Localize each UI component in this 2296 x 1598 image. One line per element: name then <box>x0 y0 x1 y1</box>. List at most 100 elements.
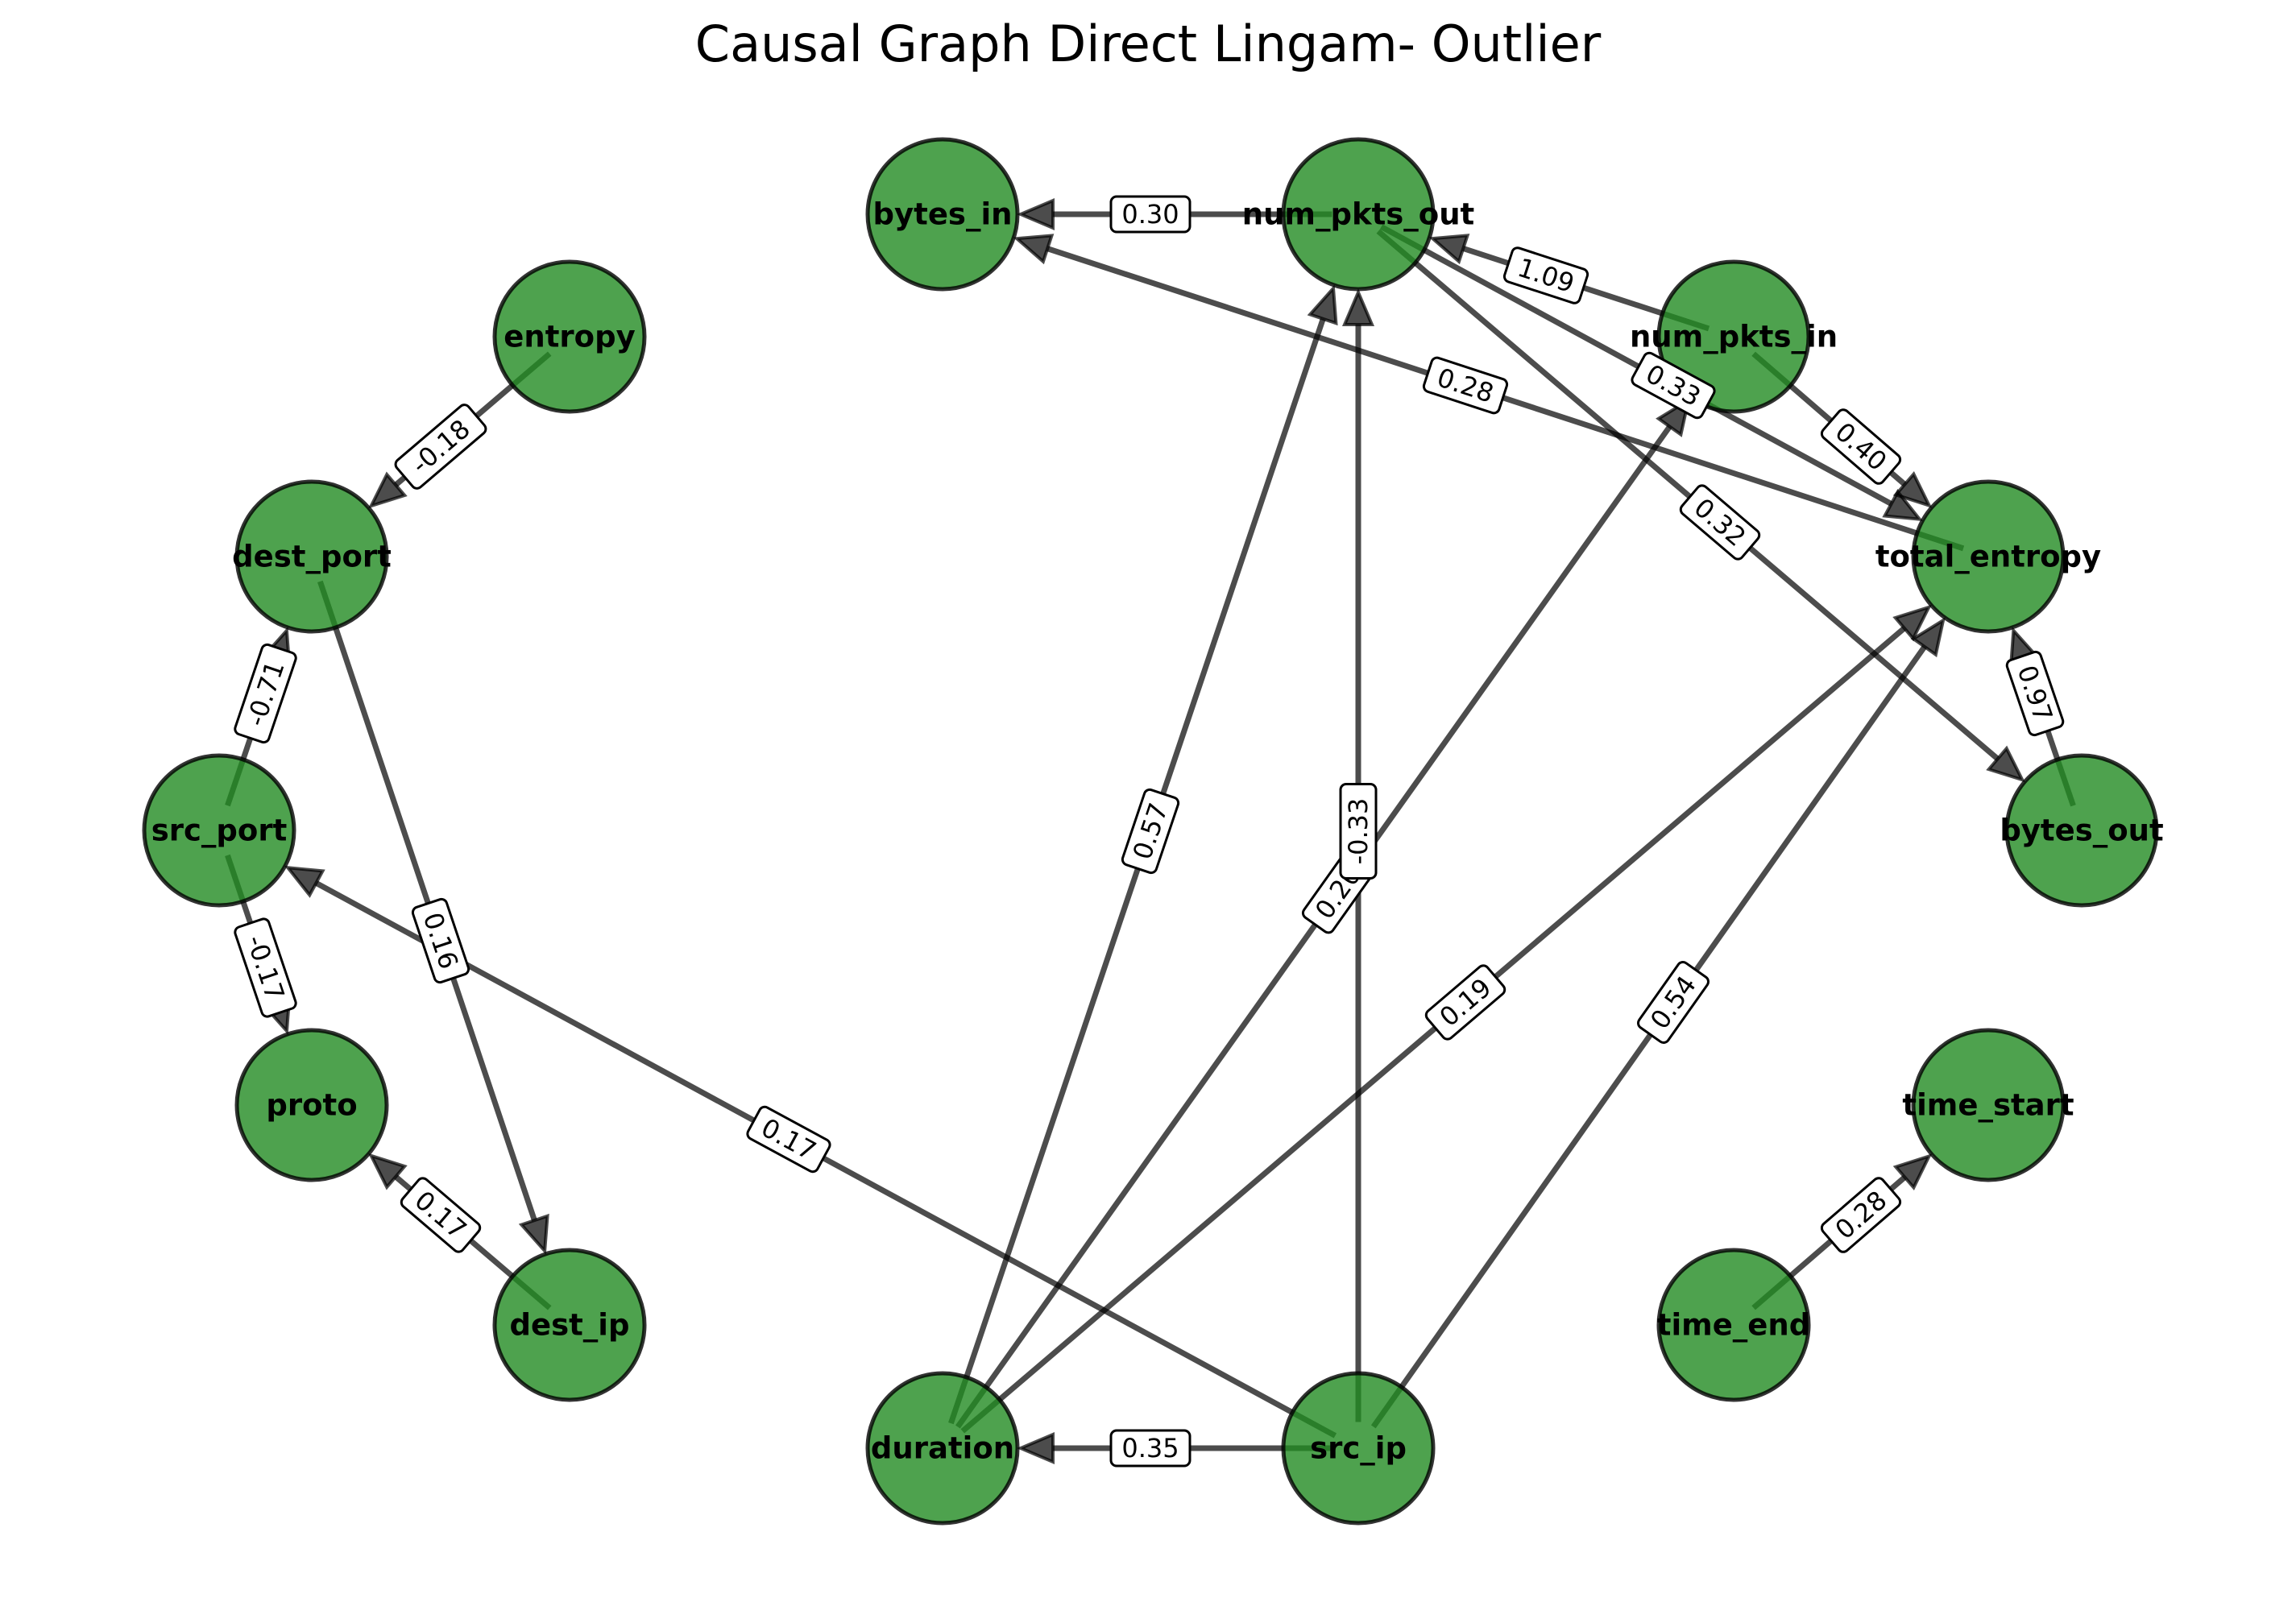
node-proto: proto <box>234 1028 389 1182</box>
arrow-head-icon <box>1986 745 2026 783</box>
node-src_ip: src_ip <box>1281 1371 1436 1526</box>
node-label: num_pkts_in <box>1630 320 1838 354</box>
edge-src_ip-to-src_port <box>284 865 1337 1439</box>
edge-duration-to-num_pkts_out <box>948 284 1338 1425</box>
node-dest_port: dest_port <box>232 479 392 634</box>
node-bytes_out: bytes_out <box>2000 753 2164 908</box>
edge-label-box <box>1820 408 1902 485</box>
edge-line <box>948 317 1326 1425</box>
edge-weight: 0.35 <box>1121 1433 1179 1463</box>
edge-label-box <box>234 917 297 1018</box>
edge-line <box>1379 224 1893 507</box>
node-label: bytes_out <box>2000 813 2163 848</box>
node-duration: duration <box>865 1371 1020 1526</box>
node-src_port: src_port <box>142 753 296 908</box>
edge-label: 1.09 <box>1502 246 1589 304</box>
edge-label-box <box>1679 484 1761 561</box>
node-circle <box>142 753 296 908</box>
edge-label: 0.35 <box>1109 1429 1192 1468</box>
node-entropy: entropy <box>492 259 647 414</box>
edge-src_ip-to-total_entropy <box>1370 617 1946 1429</box>
node-time_start: time_start <box>1902 1028 2074 1182</box>
edge-label-box <box>1339 783 1378 880</box>
edge-label-box <box>746 1105 831 1174</box>
edge-label-box <box>234 643 297 744</box>
edge-label: 0.17 <box>400 1177 482 1253</box>
edge-label-box <box>1109 1429 1192 1468</box>
edge-label-box <box>411 897 470 984</box>
edge-label-box <box>1502 246 1589 304</box>
node-num_pkts_in: num_pkts_in <box>1630 259 1838 414</box>
edge-line <box>317 580 537 1222</box>
edge-label: 0.17 <box>746 1105 831 1174</box>
arrow-head-icon <box>1892 604 1933 642</box>
edge-num_pkts_out-to-total_entropy <box>1379 224 1924 522</box>
edge-label: -0.18 <box>394 404 487 490</box>
edge-label: 0.30 <box>1109 195 1192 234</box>
node-label: total_entropy <box>1875 540 2101 574</box>
edge-label-box <box>1637 961 1710 1044</box>
edge-label: 0.54 <box>1637 961 1710 1044</box>
node-label: duration <box>871 1431 1014 1466</box>
edge-label: 0.19 <box>1424 964 1506 1041</box>
node-label: time_start <box>1902 1088 2074 1123</box>
node-total_entropy: total_entropy <box>1875 479 2101 634</box>
edge-label: 0.28 <box>1422 356 1509 415</box>
node-label: src_port <box>151 813 288 848</box>
node-time_end: time_end <box>1656 1248 1811 1402</box>
arrow-head-icon <box>1910 617 1946 658</box>
arrow-head-icon <box>1341 288 1375 326</box>
edge-label-box <box>1422 356 1509 415</box>
arrow-head-icon <box>1016 197 1055 231</box>
arrow-head-icon <box>1013 234 1055 265</box>
node-circle <box>865 137 1020 292</box>
edge-label: 0.32 <box>1679 484 1761 561</box>
edge-label-box <box>1109 195 1192 234</box>
edge-total_entropy-to-bytes_in <box>1013 234 1965 552</box>
edge-label-box <box>2005 650 2065 737</box>
arrow-head-icon <box>367 1153 408 1190</box>
edge-label: -0.33 <box>1339 783 1378 880</box>
node-num_pkts_out: num_pkts_out <box>1242 137 1474 292</box>
edge-num_pkts_out-to-bytes_out <box>1376 229 2026 783</box>
node-label: bytes_in <box>873 197 1013 232</box>
edge-label-box <box>400 1177 482 1253</box>
edge-line <box>960 626 1907 1434</box>
node-label: num_pkts_out <box>1242 197 1474 232</box>
edge-weight: 0.30 <box>1121 199 1179 230</box>
edge-label: -0.71 <box>234 643 297 744</box>
edge-duration-to-total_entropy <box>960 604 1933 1434</box>
edge-line <box>955 424 1672 1429</box>
edge-label: 0.57 <box>1121 788 1180 875</box>
edge-label-box <box>1424 964 1506 1041</box>
edge-label-box <box>1631 351 1716 420</box>
edge-label-box <box>1820 1177 1902 1253</box>
node-circle <box>1911 479 2066 634</box>
diagram-title: Causal Graph Direct Lingam- Outlier <box>694 14 1602 73</box>
edge-dest_port-to-dest_ip <box>317 580 549 1255</box>
node-circle <box>1656 1248 1811 1402</box>
node-circle <box>1656 259 1811 414</box>
edge-line <box>1376 229 2000 761</box>
edge-label: -0.17 <box>234 917 297 1018</box>
node-circle <box>234 479 389 634</box>
edge-label: 0.28 <box>1820 1177 1902 1253</box>
nodes-layer: bytes_in num_pkts_out num_pkts_in entropy de… <box>142 137 2164 1526</box>
node-bytes_in: bytes_in <box>865 137 1020 292</box>
edge-label-box <box>1121 788 1180 875</box>
node-circle <box>492 1248 647 1402</box>
arrow-head-icon <box>1428 234 1470 265</box>
arrow-head-icon <box>1892 1153 1933 1191</box>
node-label: proto <box>266 1088 357 1123</box>
arrow-head-icon <box>1307 284 1338 326</box>
node-circle <box>1281 137 1436 292</box>
arrow-head-icon <box>284 865 325 898</box>
node-dest_ip: dest_ip <box>492 1248 647 1402</box>
node-circle <box>492 259 647 414</box>
edge-label: 0.97 <box>2005 650 2065 737</box>
edge-line <box>1046 246 1965 552</box>
node-label: entropy <box>504 320 635 354</box>
arrow-head-icon <box>367 471 408 509</box>
edge-weight: -0.33 <box>1343 798 1374 865</box>
